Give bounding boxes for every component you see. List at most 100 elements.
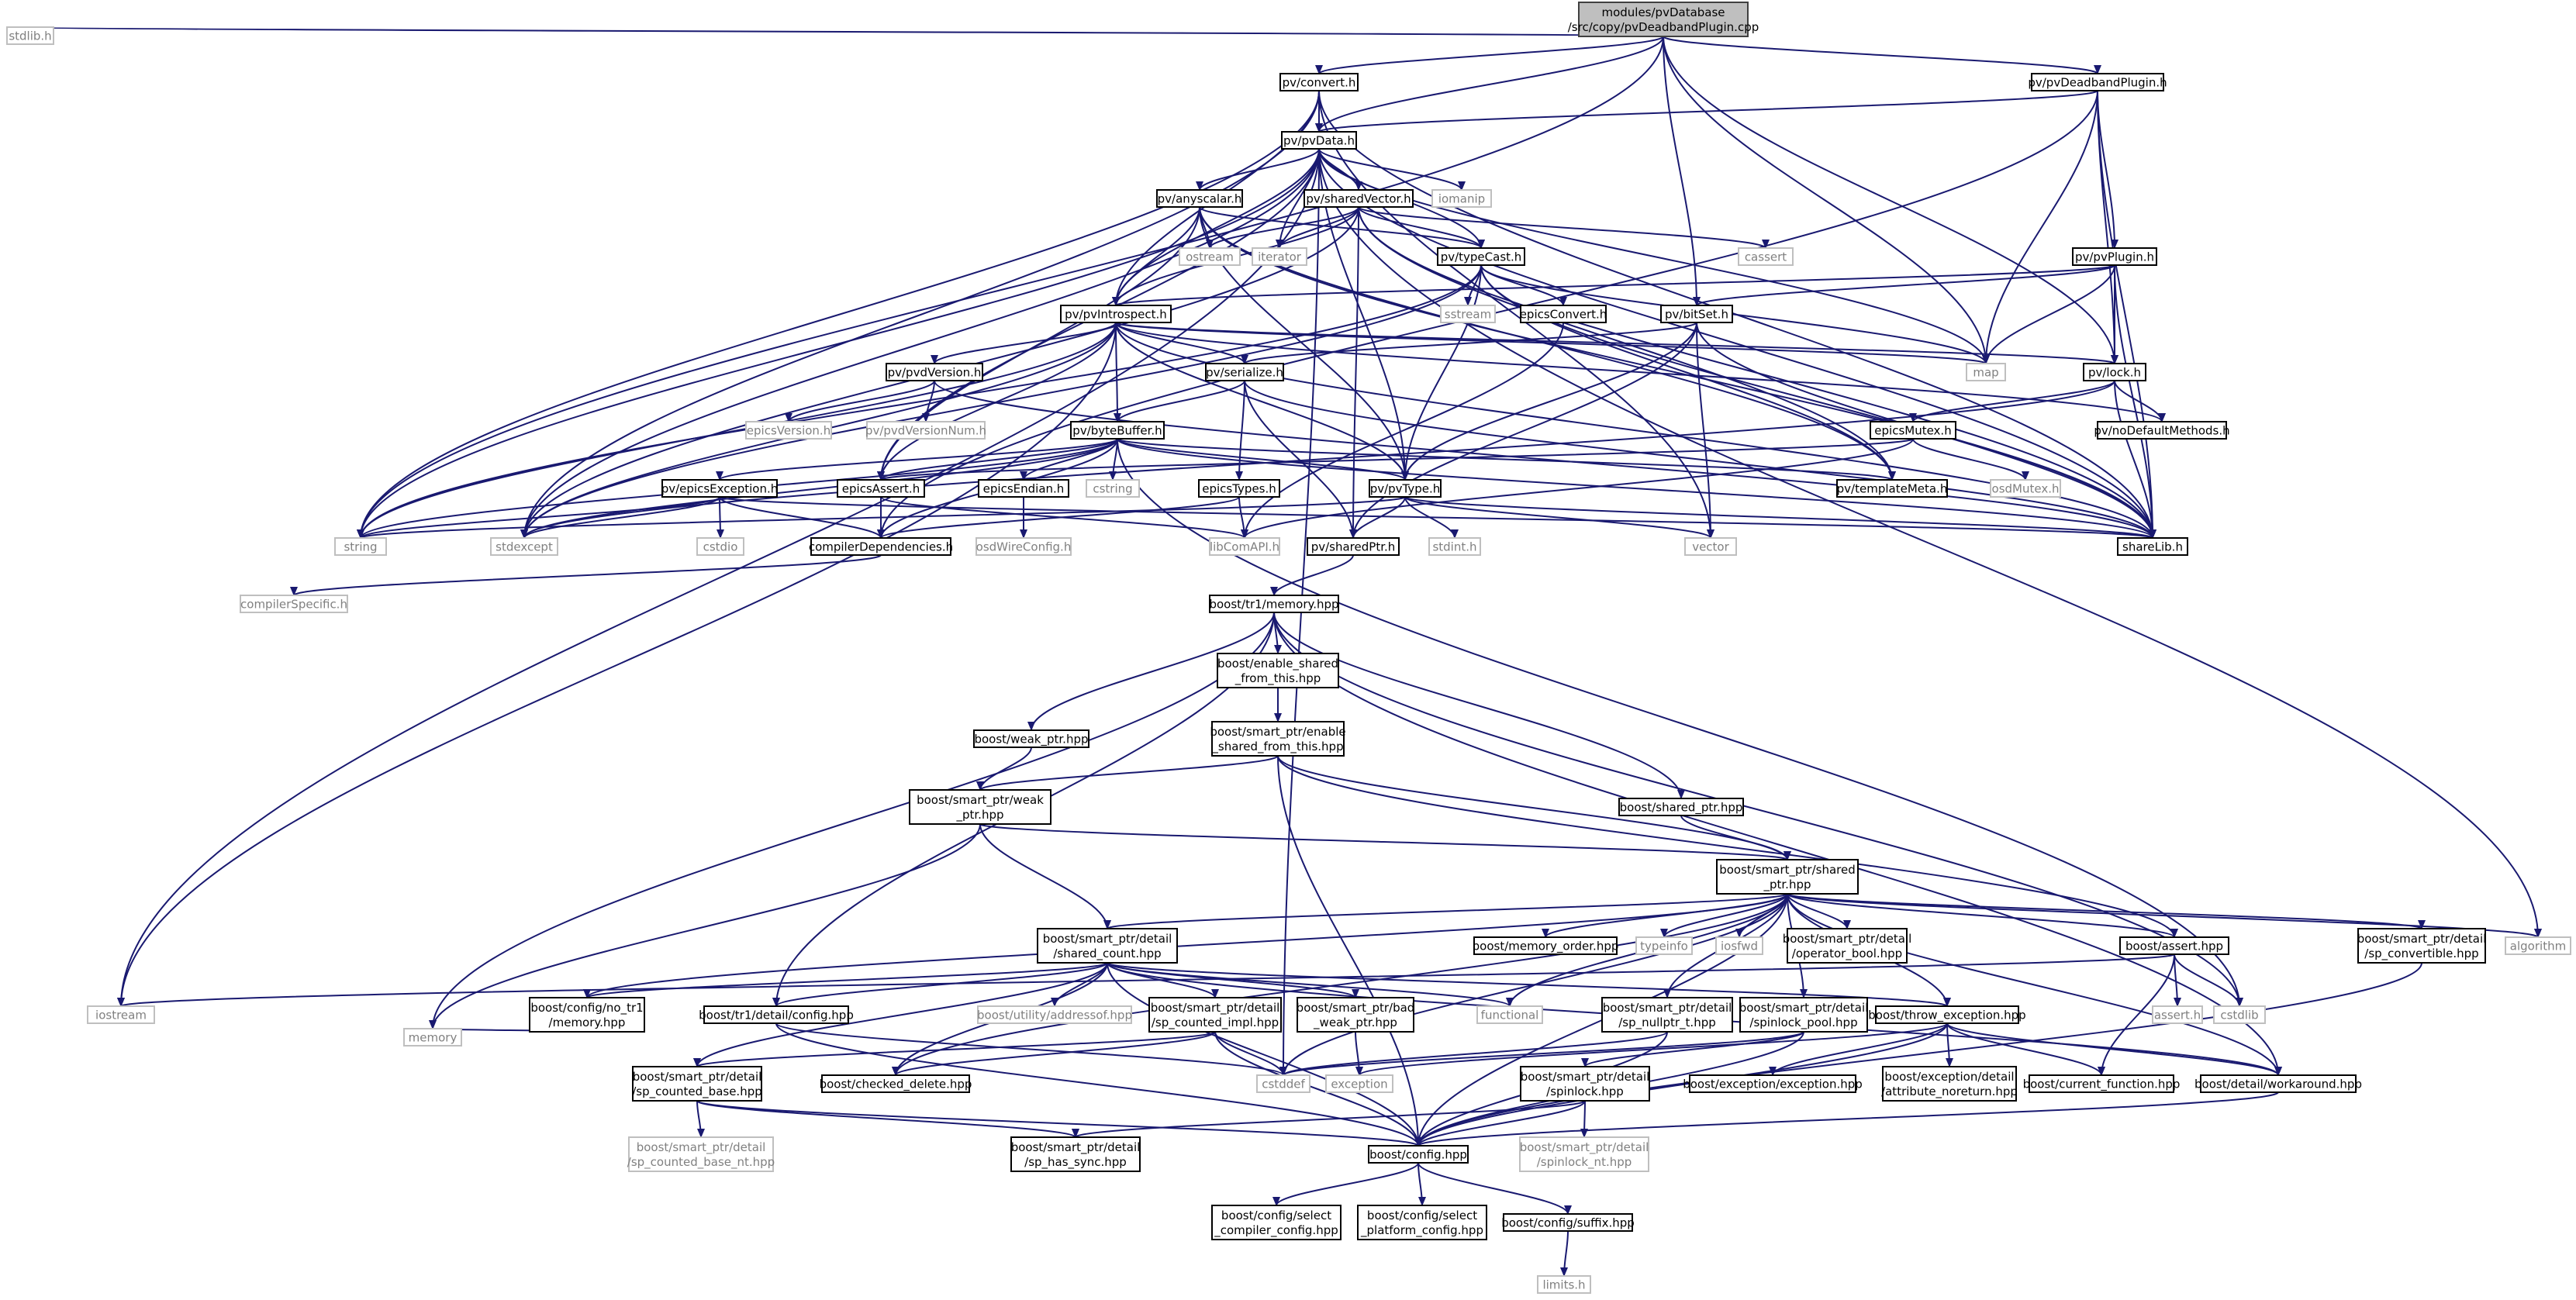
node-box-stdexcept — [490, 537, 558, 556]
node-compilerdeps[interactable]: compilerDependencies.h — [809, 537, 953, 556]
edge-countedbase-to-countedbasent — [696, 1100, 705, 1138]
node-cassert: cassert — [1738, 247, 1794, 266]
node-weakptr[interactable]: boost/weak_ptr.hpp — [973, 729, 1089, 748]
node-label-memory-0: memory — [409, 1031, 458, 1045]
node-pvintrospect[interactable]: pv/pvIntrospect.h — [1060, 305, 1172, 323]
node-spinlock[interactable]: boost/smart_ptr/detail/spinlock.hpp — [1520, 1066, 1650, 1102]
edge-serialize-to-sharelib — [1244, 380, 2156, 539]
node-pvdata[interactable]: pv/pvData.h — [1281, 131, 1357, 150]
node-bexception[interactable]: boost/exception/exception.hpp — [1683, 1074, 1863, 1093]
node-lock[interactable]: pv/lock.h — [2083, 363, 2146, 381]
edge-epicsexception-to-string — [357, 496, 720, 539]
node-box-checkeddelete — [821, 1074, 970, 1093]
node-epicsconvert[interactable]: epicsConvert.h — [1520, 305, 1607, 323]
node-sharedvector[interactable]: pv/sharedVector.h — [1304, 189, 1414, 208]
node-countedimpl[interactable]: boost/smart_ptr/detail/sp_counted_impl.h… — [1148, 997, 1282, 1033]
node-box-bexception — [1689, 1074, 1856, 1093]
node-spsharedptr[interactable]: boost/smart_ptr/shared_ptr.hpp — [1716, 859, 1859, 895]
node-label-ostream-0: ostream — [1186, 250, 1234, 264]
node-typecast[interactable]: pv/typeCast.h — [1437, 247, 1525, 266]
node-pvdversion[interactable]: pv/pvdVersion.h — [886, 363, 983, 381]
node-box-cstring — [1086, 479, 1140, 498]
edge-pvdata-to-string — [357, 148, 1320, 539]
node-label-bexception-0: boost/exception/exception.hpp — [1683, 1078, 1863, 1091]
node-label-countedbasent-1: /sp_counted_base_nt.hpp — [627, 1155, 775, 1170]
node-bconfig[interactable]: boost/config.hpp — [1368, 1145, 1469, 1164]
node-currentfunction[interactable]: boost/current_function.hpp — [2023, 1074, 2181, 1093]
node-epicstypes[interactable]: epicsTypes.h — [1198, 479, 1280, 498]
node-pvtype[interactable]: pv/pvType.h — [1369, 479, 1442, 498]
node-attrnoreturn[interactable]: boost/exception/detail/attribute_noretur… — [1881, 1066, 2018, 1102]
node-label-root-1: /src/copy/pvDeadbandPlugin.cpp — [1568, 20, 1759, 34]
node-cstddef: cstddef — [1256, 1074, 1310, 1093]
node-label-cstring-0: cstring — [1093, 482, 1132, 496]
node-sharedptr[interactable]: pv/sharedPtr.h — [1307, 537, 1400, 556]
node-label-iterator-0: iterator — [1258, 250, 1302, 264]
node-deadbandplugin[interactable]: pv/pvDeadbandPlugin.h — [2028, 73, 2167, 91]
node-spenableshared[interactable]: boost/smart_ptr/enable_shared_from_this.… — [1210, 721, 1346, 757]
edge-pvplugin-to-sharelib — [2114, 264, 2156, 539]
node-nodefault[interactable]: pv/noDefaultMethods.h — [2094, 421, 2230, 440]
edge-bitset-to-serialize — [1241, 322, 1697, 364]
node-bsharedptr[interactable]: boost/shared_ptr.hpp — [1618, 798, 1744, 816]
node-tr1config[interactable]: boost/tr1/detail/config.hpp — [699, 1005, 854, 1024]
node-epicsassert[interactable]: epicsAssert.h — [837, 479, 925, 498]
node-badweakptr[interactable]: boost/smart_ptr/bad_weak_ptr.hpp — [1297, 997, 1415, 1033]
node-epicsmutex[interactable]: epicsMutex.h — [1870, 421, 1956, 440]
node-operatorbool[interactable]: boost/smart_ptr/detail/operator_bool.hpp — [1783, 928, 1912, 964]
node-countedbase[interactable]: boost/smart_ptr/detail/sp_counted_base.h… — [632, 1066, 762, 1102]
edge-spsharedptr-to-nour1 — [583, 893, 1788, 998]
node-sharedcount[interactable]: boost/smart_ptr/detail/shared_count.hpp — [1037, 928, 1178, 964]
node-bassert[interactable]: boost/assert.hpp — [2119, 936, 2229, 955]
edge-deadbandplugin-to-sharelib — [2097, 90, 2156, 539]
edge-spsharedptr-to-bassert — [1787, 893, 2178, 938]
node-bytebuffer[interactable]: pv/byteBuffer.h — [1070, 421, 1165, 440]
node-box-osdwireconfig — [975, 537, 1072, 556]
node-box-iterator — [1252, 247, 1307, 266]
node-osdmutex: osdMutex.h — [1990, 479, 2061, 498]
edge-anyscalar-to-pvintrospect — [1112, 206, 1200, 306]
node-label-nullptr-1: /sp_nullptr_t.hpp — [1618, 1016, 1716, 1030]
node-spinlockpool[interactable]: boost/smart_ptr/detail/spinlock_pool.hpp — [1739, 997, 1869, 1033]
edge-pvdata-to-iostream — [117, 148, 1320, 1007]
node-templatemeta[interactable]: pv/templateMeta.h — [1836, 479, 1948, 498]
node-spconvertible[interactable]: boost/smart_ptr/detail/sp_convertible.hp… — [2357, 928, 2487, 964]
node-epicsendian[interactable]: epicsEndian.h — [978, 479, 1069, 498]
node-convert[interactable]: pv/convert.h — [1279, 73, 1359, 91]
node-bitset[interactable]: pv/bitSet.h — [1660, 305, 1733, 323]
node-selectplatform[interactable]: boost/config/select_platform_config.hpp — [1357, 1205, 1487, 1240]
node-box-functional — [1476, 1005, 1543, 1024]
node-box-pvtype — [1369, 479, 1442, 498]
node-label-nullptr-0: boost/smart_ptr/detail — [1603, 1001, 1732, 1016]
node-serialize[interactable]: pv/serialize.h — [1205, 363, 1284, 381]
edge-bassert-to-iostream — [118, 953, 2175, 1007]
node-root[interactable]: modules/pvDatabase/src/copy/pvDeadbandPl… — [1568, 2, 1759, 37]
node-label-checkeddelete-0: boost/checked_delete.hpp — [820, 1078, 972, 1092]
node-anyscalar[interactable]: pv/anyscalar.h — [1156, 189, 1243, 208]
node-box-root — [1578, 2, 1749, 37]
node-nullptr[interactable]: boost/smart_ptr/detail/sp_nullptr_t.hpp — [1601, 997, 1733, 1033]
node-throwexception[interactable]: boost/throw_exception.hpp — [1868, 1005, 2026, 1024]
node-selectcompiler[interactable]: boost/config/select_compiler_config.hpp — [1211, 1205, 1342, 1240]
node-enableshared[interactable]: boost/enable_shared_from_this.hpp — [1217, 653, 1339, 688]
node-pvplugin[interactable]: pv/pvPlugin.h — [2072, 247, 2157, 266]
node-hassync[interactable]: boost/smart_ptr/detail/sp_has_sync.hpp — [1010, 1136, 1141, 1172]
node-sharelib[interactable]: shareLib.h — [2117, 537, 2188, 556]
node-checkeddelete[interactable]: boost/checked_delete.hpp — [820, 1074, 972, 1093]
edge-pvtype-to-stdint — [1404, 496, 1459, 539]
node-memoryorder[interactable]: boost/memory_order.hpp — [1473, 936, 1619, 955]
node-label-iomanip-0: iomanip — [1438, 192, 1485, 206]
node-label-sharelib-0: shareLib.h — [2122, 540, 2183, 554]
node-nour1[interactable]: boost/config/no_tr1/memory.hpp — [529, 997, 645, 1033]
node-label-algorithm-0: algorithm — [2510, 940, 2566, 953]
node-box-spinlock — [1520, 1066, 1650, 1102]
node-label-currentfunction-0: boost/current_function.hpp — [2023, 1078, 2181, 1092]
node-box-throwexception — [1875, 1005, 2019, 1024]
node-box-iosfwd — [1715, 936, 1763, 955]
node-epicsexception[interactable]: pv/epicsException.h — [661, 479, 779, 498]
edge-epicstypes-to-compilerdeps — [877, 496, 1240, 539]
node-workaround[interactable]: boost/detail/workaround.hpp — [2194, 1074, 2362, 1093]
node-tr1memory[interactable]: boost/tr1/memory.hpp — [1209, 595, 1339, 613]
node-spweakptr[interactable]: boost/smart_ptr/weak_ptr.hpp — [909, 789, 1051, 825]
node-suffix[interactable]: boost/config/suffix.hpp — [1501, 1213, 1635, 1232]
